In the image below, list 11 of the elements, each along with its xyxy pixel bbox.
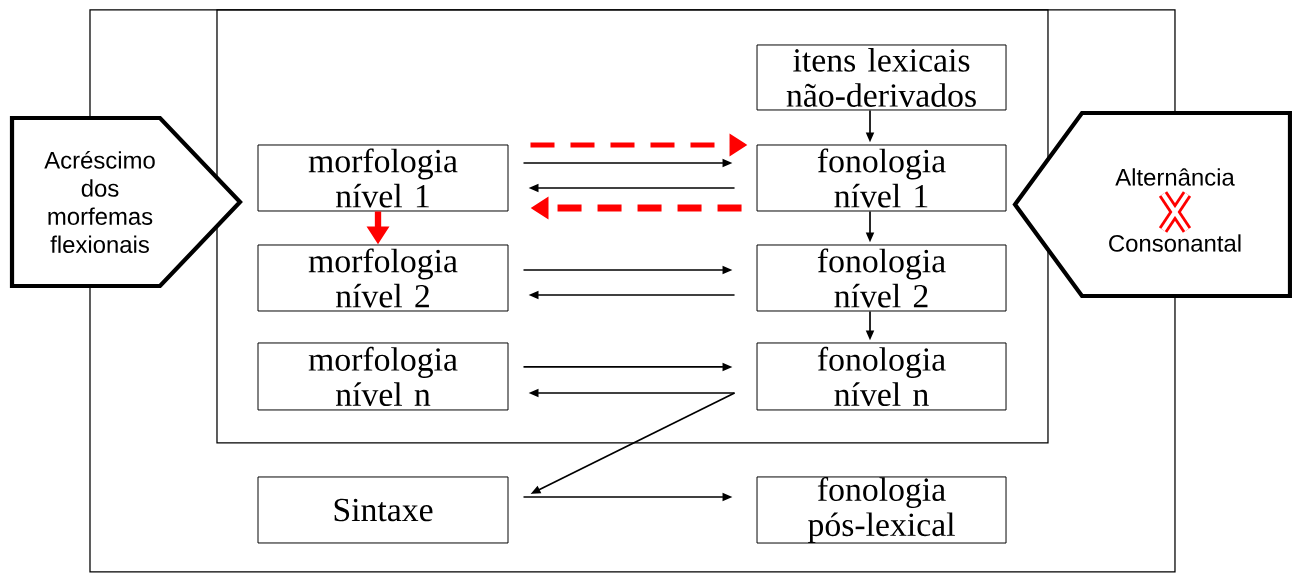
process-box: fonologia pós-lexical bbox=[756, 476, 1007, 544]
process-box: fonologia nível n bbox=[756, 342, 1007, 411]
frame-box bbox=[216, 9, 1049, 444]
process-box: morfologia nível n bbox=[257, 342, 509, 411]
process-box: itens lexicais não-derivados bbox=[756, 44, 1007, 111]
process-box: morfologia nível 2 bbox=[257, 244, 509, 312]
process-box: morfologia nível 1 bbox=[257, 144, 509, 212]
process-box: fonologia nível 1 bbox=[756, 144, 1007, 212]
process-box: fonologia nível 2 bbox=[756, 244, 1007, 312]
process-box: Sintaxe bbox=[257, 476, 509, 544]
node-label: Alternância Consonantal bbox=[1109, 168, 1241, 252]
